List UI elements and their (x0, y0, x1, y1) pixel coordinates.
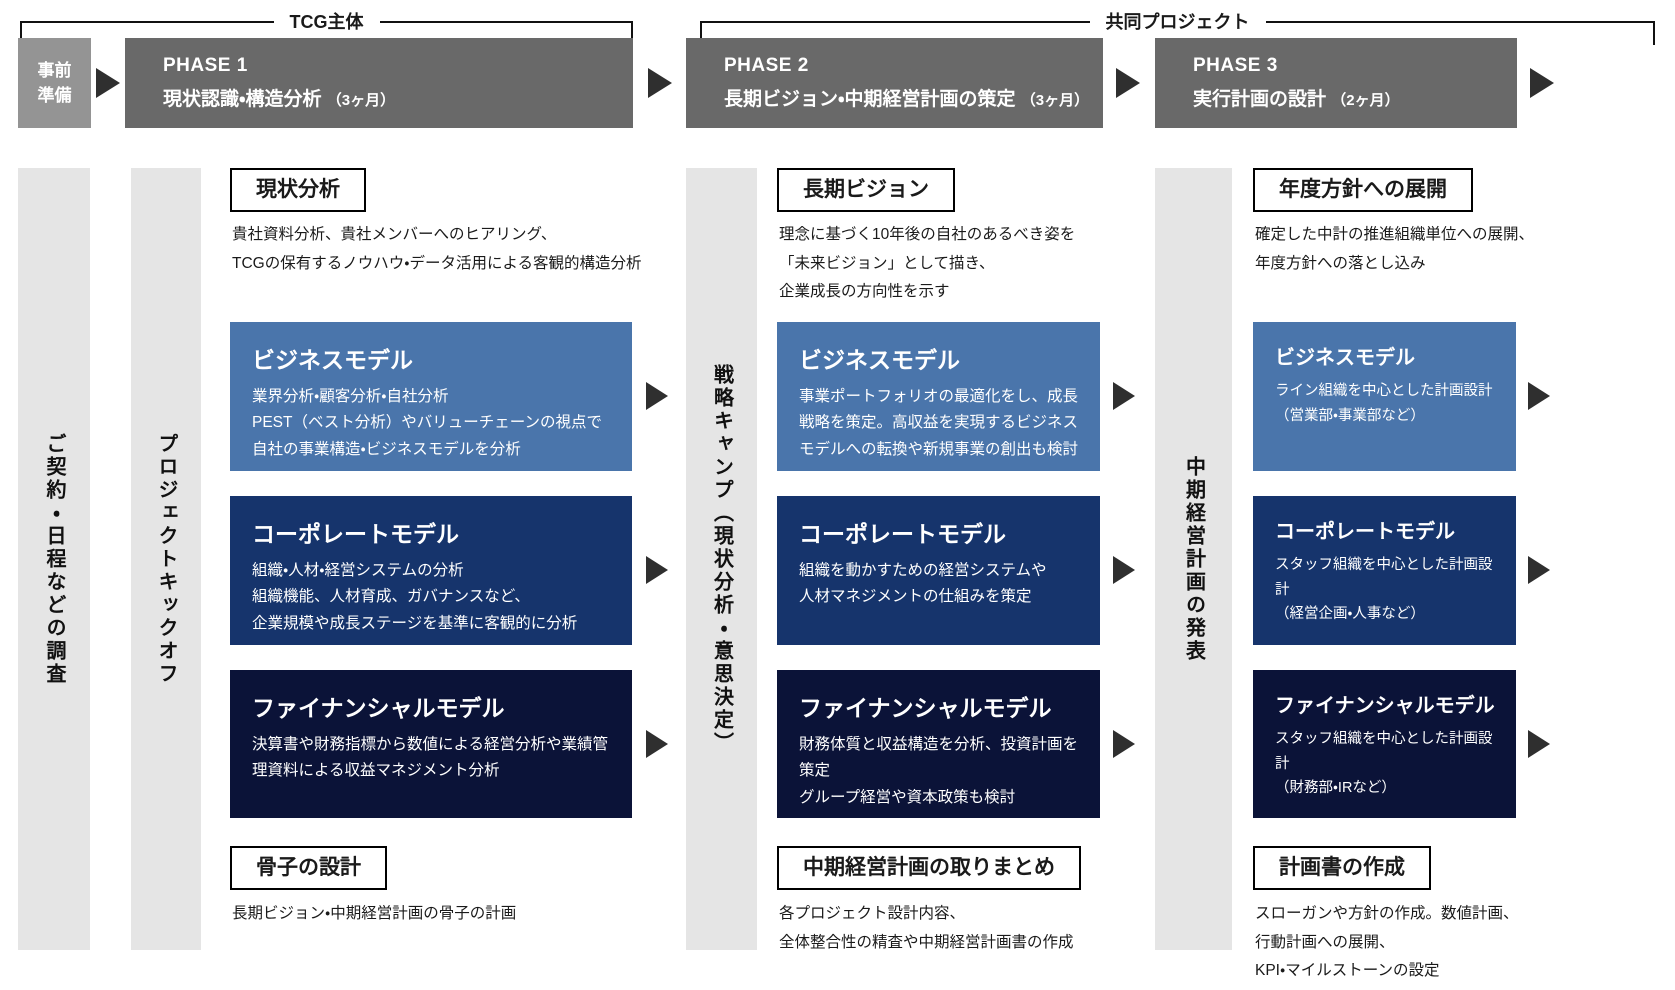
phase2-plan-compilation-box: 中期経営計画の取りまとめ (777, 846, 1081, 890)
model-description: 財務体質と収益構造を分析、投資計画を策定 グループ経営や資本政策も検討 (799, 736, 1079, 806)
phase2-topic-description: 理念に基づく10年後の自社のあるべき姿を 「未来ビジョン」として描き、 企業成長… (779, 226, 1076, 301)
phase3-financial-model-box: ファイナンシャルモデル スタッフ組織を中心とした計画設計 （財務部・IRなど） (1253, 670, 1516, 818)
model-description: 業界分析・顧客分析・自社分析 PEST（ベスト分析）やバリューチェーンの視点で … (252, 388, 603, 458)
phase3-topic-description: 確定した中計の推進組織単位への展開、 年度方針への落とし込み (1255, 226, 1535, 272)
phase2-header: PHASE 2 長期ビジョン・中期経営計画の策定 （3ヶ月） (686, 38, 1103, 128)
model-title: コーポレートモデル (1275, 521, 1455, 543)
phase2-topic-long-term-vision: 長期ビジョン (777, 168, 955, 212)
model-description: 組織・人材・経営システムの分析 組織機能、人材育成、ガバナンスなど、 企業規模や… (252, 562, 578, 632)
phase3-title: 実行計画の設計 （2ヶ月） (1193, 84, 1517, 111)
milestone-bar-contract: ご契約・日程などの調査 (18, 168, 90, 950)
phase1-corporate-model-box: コーポレートモデル 組織・人材・経営システムの分析 組織機能、人材育成、ガバナン… (230, 496, 632, 645)
model-title: ビジネスモデル (799, 347, 960, 373)
phase3-name: PHASE 3 (1193, 55, 1278, 76)
flow-arrow-icon (1530, 68, 1554, 98)
model-description: ライン組織を中心とした計画設計 （営業部・事業部など） (1275, 383, 1493, 424)
phase2-title-text: 長期ビジョン・中期経営計画の策定 (724, 89, 1016, 110)
model-description: 決算書や財務指標から数値による経営分析や業績管理資料による収益マネジメント分析 (252, 736, 609, 780)
phase1-title: 現状認識・構造分析 （3ヶ月） (163, 84, 633, 111)
flow-arrow-icon (1113, 730, 1135, 758)
phase1-duration: （3ヶ月） (326, 92, 396, 109)
model-description: 事業ポートフォリオの最適化をし、成長戦略を策定。高収益を実現するビジネスモデルへ… (799, 388, 1079, 458)
model-title: ファイナンシャルモデル (799, 695, 1052, 721)
model-title: ファイナンシャルモデル (1275, 695, 1495, 717)
milestone-bar-kickoff: プロジェクトキックオフ (131, 168, 201, 950)
phase3-duration: （2ヶ月） (1331, 92, 1400, 109)
phase1-business-model-box: ビジネスモデル 業界分析・顧客分析・自社分析 PEST（ベスト分析）やバリューチ… (230, 322, 632, 471)
phase2-title: 長期ビジョン・中期経営計画の策定 （3ヶ月） (724, 84, 1103, 111)
bracket-joint-project: 共同プロジェクト (700, 10, 1655, 45)
phase3-topic-annual-policy: 年度方針への展開 (1253, 168, 1473, 212)
flow-arrow-icon (646, 382, 668, 410)
bracket-left-label: TCG主体 (273, 10, 380, 34)
pre-phase-label: 事前準備 (37, 60, 72, 106)
phase1-header: PHASE 1 現状認識・構造分析 （3ヶ月） (125, 38, 633, 128)
flow-arrow-icon (1116, 68, 1140, 98)
model-title: ビジネスモデル (1275, 347, 1415, 369)
model-description: スタッフ組織を中心とした計画設計 （財務部・IRなど） (1275, 731, 1493, 797)
phase3-business-model-box: ビジネスモデル ライン組織を中心とした計画設計 （営業部・事業部など） (1253, 322, 1516, 471)
phase2-duration: （3ヶ月） (1020, 92, 1090, 109)
phase2-business-model-box: ビジネスモデル 事業ポートフォリオの最適化をし、成長戦略を策定。高収益を実現する… (777, 322, 1100, 471)
flow-arrow-icon (1528, 730, 1550, 758)
flow-arrow-icon (96, 68, 120, 98)
flow-arrow-icon (1528, 382, 1550, 410)
phase1-outline-design-box: 骨子の設計 (230, 846, 387, 890)
bracket-tcg-led: TCG主体 (20, 10, 633, 45)
flow-arrow-icon (646, 556, 668, 584)
phase1-name: PHASE 1 (163, 55, 248, 76)
flow-arrow-icon (1528, 556, 1550, 584)
model-title: コーポレートモデル (799, 521, 1006, 547)
milestone-label: 中期経営計画の発表 (1182, 455, 1205, 663)
milestone-label: プロジェクトキックオフ (155, 432, 177, 686)
flow-arrow-icon (646, 730, 668, 758)
milestone-label: ご契約・日程などの調査 (43, 432, 65, 686)
milestone-label: 戦略キャンプ（現状分析・意思決定） (710, 363, 733, 755)
phase1-topic-description: 貴社資料分析、貴社メンバーへのヒアリング、 TCGの保有するノウハウ・データ活用… (232, 226, 642, 272)
phase2-name: PHASE 2 (724, 55, 809, 76)
model-description: 組織を動かすための経営システムや 人材マネジメントの仕組みを策定 (799, 562, 1047, 606)
phase2-financial-model-box: ファイナンシャルモデル 財務体質と収益構造を分析、投資計画を策定 グループ経営や… (777, 670, 1100, 818)
phase1-topic-current-analysis: 現状分析 (230, 168, 366, 212)
model-title: コーポレートモデル (252, 521, 459, 547)
pre-phase-box: 事前準備 (18, 38, 91, 128)
phase3-corporate-model-box: コーポレートモデル スタッフ組織を中心とした計画設計 （経営企画・人事など） (1253, 496, 1516, 645)
flow-arrow-icon (1113, 382, 1135, 410)
phase3-title-text: 実行計画の設計 (1193, 89, 1327, 110)
bracket-right-label: 共同プロジェクト (1089, 10, 1266, 34)
milestone-bar-plan-announcement: 中期経営計画の発表 (1155, 168, 1232, 950)
phase3-plan-document-description: スローガンや方針の作成。数値計画、 行動計画への展開、 KPI・マイルストーンの… (1255, 905, 1519, 980)
phase3-header: PHASE 3 実行計画の設計 （2ヶ月） (1155, 38, 1517, 128)
flow-arrow-icon (1113, 556, 1135, 584)
milestone-bar-strategy-camp: 戦略キャンプ（現状分析・意思決定） (686, 168, 757, 950)
phase3-plan-document-box: 計画書の作成 (1253, 846, 1431, 890)
phase2-corporate-model-box: コーポレートモデル 組織を動かすための経営システムや 人材マネジメントの仕組みを… (777, 496, 1100, 645)
model-title: ビジネスモデル (252, 347, 413, 373)
flow-arrow-icon (648, 68, 672, 98)
model-title: ファイナンシャルモデル (252, 695, 505, 721)
phase2-plan-compilation-description: 各プロジェクト設計内容、 全体整合性の精査や中期経営計画書の作成 (779, 905, 1074, 951)
phase1-title-text: 現状認識・構造分析 (163, 89, 322, 110)
phase1-financial-model-box: ファイナンシャルモデル 決算書や財務指標から数値による経営分析や業績管理資料によ… (230, 670, 632, 818)
phase1-outline-description: 長期ビジョン・中期経営計画の骨子の計画 (232, 905, 517, 922)
model-description: スタッフ組織を中心とした計画設計 （経営企画・人事など） (1275, 557, 1493, 623)
